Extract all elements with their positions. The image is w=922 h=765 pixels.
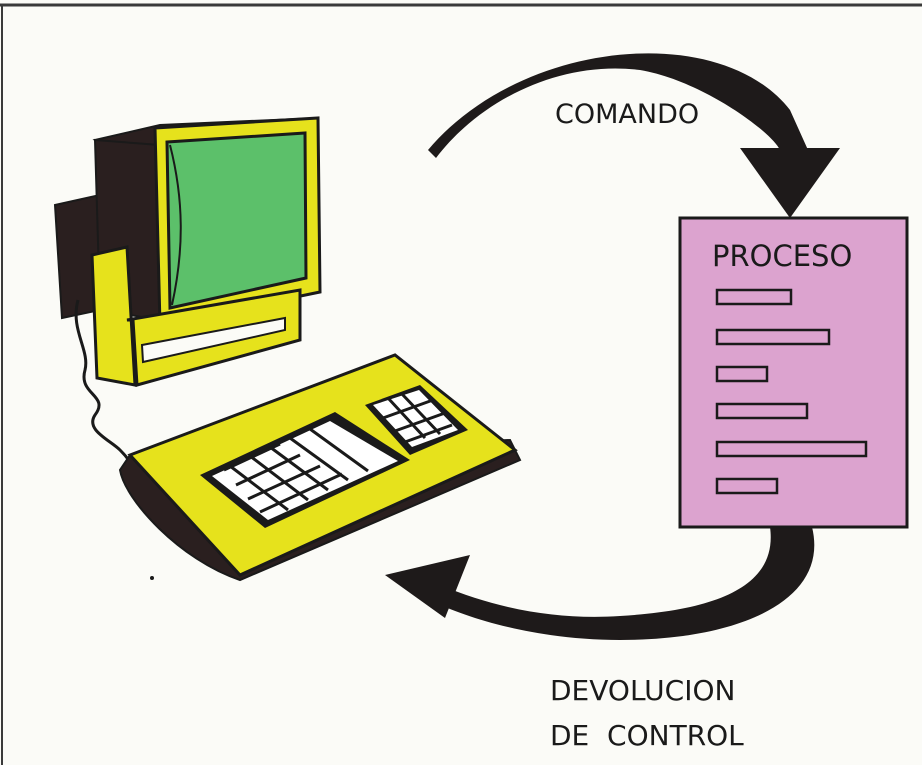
process-line-2 <box>715 328 831 346</box>
keyboard-keys <box>212 421 398 520</box>
process-line-4 <box>715 402 809 420</box>
return-control-label-line1: DEVOLUCION <box>550 674 735 707</box>
computer-terminal-icon <box>53 116 522 582</box>
process-line-3 <box>715 365 769 383</box>
return-control-arrow <box>385 527 815 640</box>
process-document-icon <box>678 216 909 529</box>
command-arrow <box>428 53 840 218</box>
process-title: PROCESO <box>712 239 852 273</box>
process-line-1 <box>715 288 793 306</box>
paper-speck <box>150 576 154 580</box>
command-label: COMANDO <box>555 99 699 130</box>
process-line-5 <box>715 440 868 458</box>
return-control-label-line2: DE CONTROL <box>550 719 744 752</box>
process-line-6 <box>715 477 779 495</box>
